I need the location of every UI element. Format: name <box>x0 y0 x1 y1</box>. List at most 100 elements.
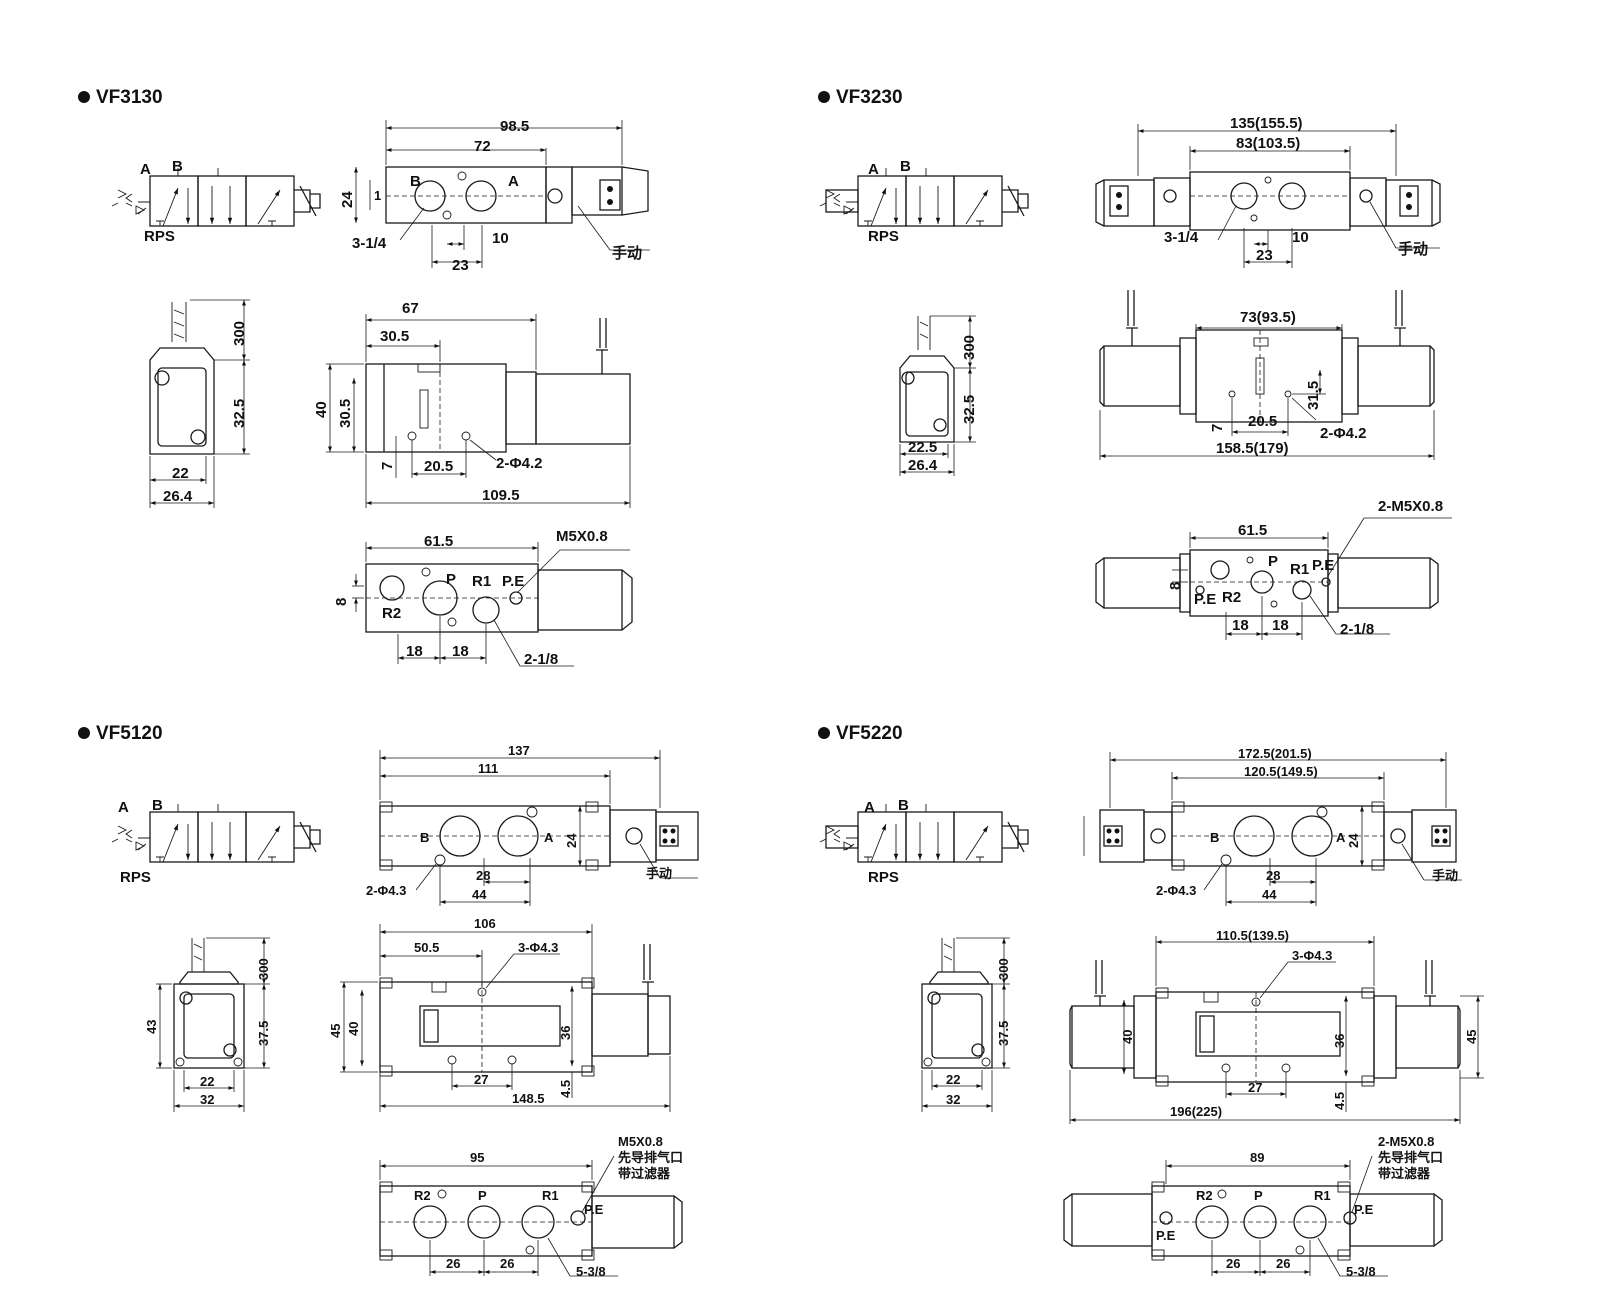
section-vf3130: VF3130 A B RPS <box>78 87 650 668</box>
top-view <box>379 750 699 906</box>
holes-callout: 3-Φ4.3 <box>1292 948 1332 963</box>
filter-note: 带过滤器 <box>1378 1166 1431 1181</box>
holes-callout: 3-Φ4.3 <box>518 940 558 955</box>
side-view <box>340 924 671 1112</box>
dim-spacing-2: 26 <box>1276 1256 1290 1271</box>
end-view <box>149 299 250 508</box>
dim-lead: 300 <box>256 958 271 980</box>
dim-overall: 98.5 <box>500 118 529 135</box>
port-p: P <box>1254 1188 1263 1203</box>
dim-27: 27 <box>474 1072 488 1087</box>
symbol-label: RPS <box>868 228 899 245</box>
valve-symbol <box>112 804 320 862</box>
dim-8: 8 <box>333 598 350 606</box>
dim-43: 43 <box>144 1020 159 1034</box>
dim-w1: 22 <box>200 1074 214 1089</box>
holes-callout: 2-Φ4.2 <box>1320 425 1367 442</box>
dim-body: 120.5(149.5) <box>1244 764 1318 779</box>
section-title: VF3130 <box>96 87 163 108</box>
port-p: P <box>446 571 456 588</box>
dim-lead: 300 <box>996 958 1011 980</box>
valve-symbol <box>820 168 1028 226</box>
ports-callout: 3-1/4 <box>352 235 387 252</box>
port-pe: P.E <box>584 1202 604 1217</box>
holes-callout: 2-Φ4.2 <box>496 455 543 472</box>
dim-h-30-5: 30.5 <box>337 399 354 428</box>
bottom-view <box>1063 1155 1443 1277</box>
dim-h-40: 40 <box>346 1022 361 1036</box>
dim-height: 32.5 <box>231 399 248 428</box>
bullet-icon <box>78 727 90 739</box>
port-b-label: B <box>152 797 163 814</box>
dim-w1: 22 <box>172 465 189 482</box>
dim-spacing-1: 18 <box>1232 617 1249 634</box>
ports-callout: 3-1/4 <box>1164 229 1199 246</box>
dim-height: 24 <box>339 191 356 208</box>
dim-overall: 148.5 <box>512 1091 545 1106</box>
section-title: VF5220 <box>836 723 903 744</box>
port-b: B <box>420 830 429 845</box>
dim-height: 24 <box>1346 833 1361 848</box>
holes-callout: 2-Φ4.3 <box>366 883 406 898</box>
dim-30-5: 30.5 <box>380 328 409 345</box>
dim-body: 72 <box>474 138 491 155</box>
dim-overall: 196(225) <box>1170 1104 1222 1119</box>
port-b: B <box>410 173 421 190</box>
dim-4-5: 4.5 <box>1332 1092 1347 1110</box>
port-r1: R1 <box>1314 1188 1331 1203</box>
side-view <box>1099 290 1435 460</box>
port-r2: R2 <box>382 605 401 622</box>
dim-spacing-1: 10 <box>1292 229 1309 246</box>
dim-89: 89 <box>1250 1150 1264 1165</box>
dim-h-36: 36 <box>558 1026 573 1040</box>
dim-w2: 32 <box>200 1092 214 1107</box>
dim-body: 111 <box>478 761 498 776</box>
section-title: VF3230 <box>836 87 903 108</box>
ports-callout: 5-3/8 <box>576 1264 606 1279</box>
symbol-label: RPS <box>144 228 175 245</box>
section-title: VF5120 <box>96 723 163 744</box>
port-a-label: A <box>118 799 129 816</box>
dim-spacing-2: 23 <box>1256 247 1273 264</box>
dim-106: 106 <box>474 916 496 931</box>
top-view <box>354 120 650 268</box>
dim-w1: 22.5 <box>908 439 937 456</box>
dim-height: 37.5 <box>996 1021 1011 1046</box>
port-a-label: A <box>868 161 879 178</box>
port-p: P <box>1268 553 1278 570</box>
dim-overall: 135(155.5) <box>1230 115 1303 132</box>
section-vf3230: VF3230 A B RPS <box>818 87 1452 640</box>
bullet-icon <box>78 91 90 103</box>
dim-h-45: 45 <box>328 1024 343 1038</box>
dim-h-40: 40 <box>1120 1030 1135 1044</box>
dim-95: 95 <box>470 1150 484 1165</box>
dim-h-45: 45 <box>1464 1030 1479 1044</box>
port-pe: P.E <box>1354 1202 1374 1217</box>
dim-7: 7 <box>1209 424 1226 432</box>
dim-spacing-2: 18 <box>1272 617 1289 634</box>
dim-overall: 109.5 <box>482 487 520 504</box>
dim-h-31-5: 31.5 <box>1305 381 1322 410</box>
dim-spacing-1: 10 <box>492 230 509 247</box>
holes-callout: 2-Φ4.3 <box>1156 883 1196 898</box>
dim-w1: 22 <box>946 1072 960 1087</box>
section-vf5220: VF5220 A B RPS <box>818 723 1484 1279</box>
dim-h-36: 36 <box>1332 1034 1347 1048</box>
port-r1: R1 <box>1290 561 1309 578</box>
dim-27: 27 <box>1248 1080 1262 1095</box>
port-r1: R1 <box>472 573 491 590</box>
dim-spacing-1: 26 <box>1226 1256 1240 1271</box>
symbol-label: RPS <box>868 869 899 886</box>
port-pe: P.E <box>1312 557 1334 574</box>
dim-spacing-1: 28 <box>476 868 490 883</box>
dim-spacing-1: 18 <box>406 643 423 660</box>
ports-callout: 5-3/8 <box>1346 1264 1376 1279</box>
manual-label: 手动 <box>646 866 672 881</box>
dim-height: 37.5 <box>256 1021 271 1046</box>
bottom-view <box>352 542 633 667</box>
port-a: A <box>508 173 519 190</box>
dim-overall: 172.5(201.5) <box>1238 746 1312 761</box>
end-view <box>156 937 270 1112</box>
bottom-view <box>379 1155 683 1277</box>
